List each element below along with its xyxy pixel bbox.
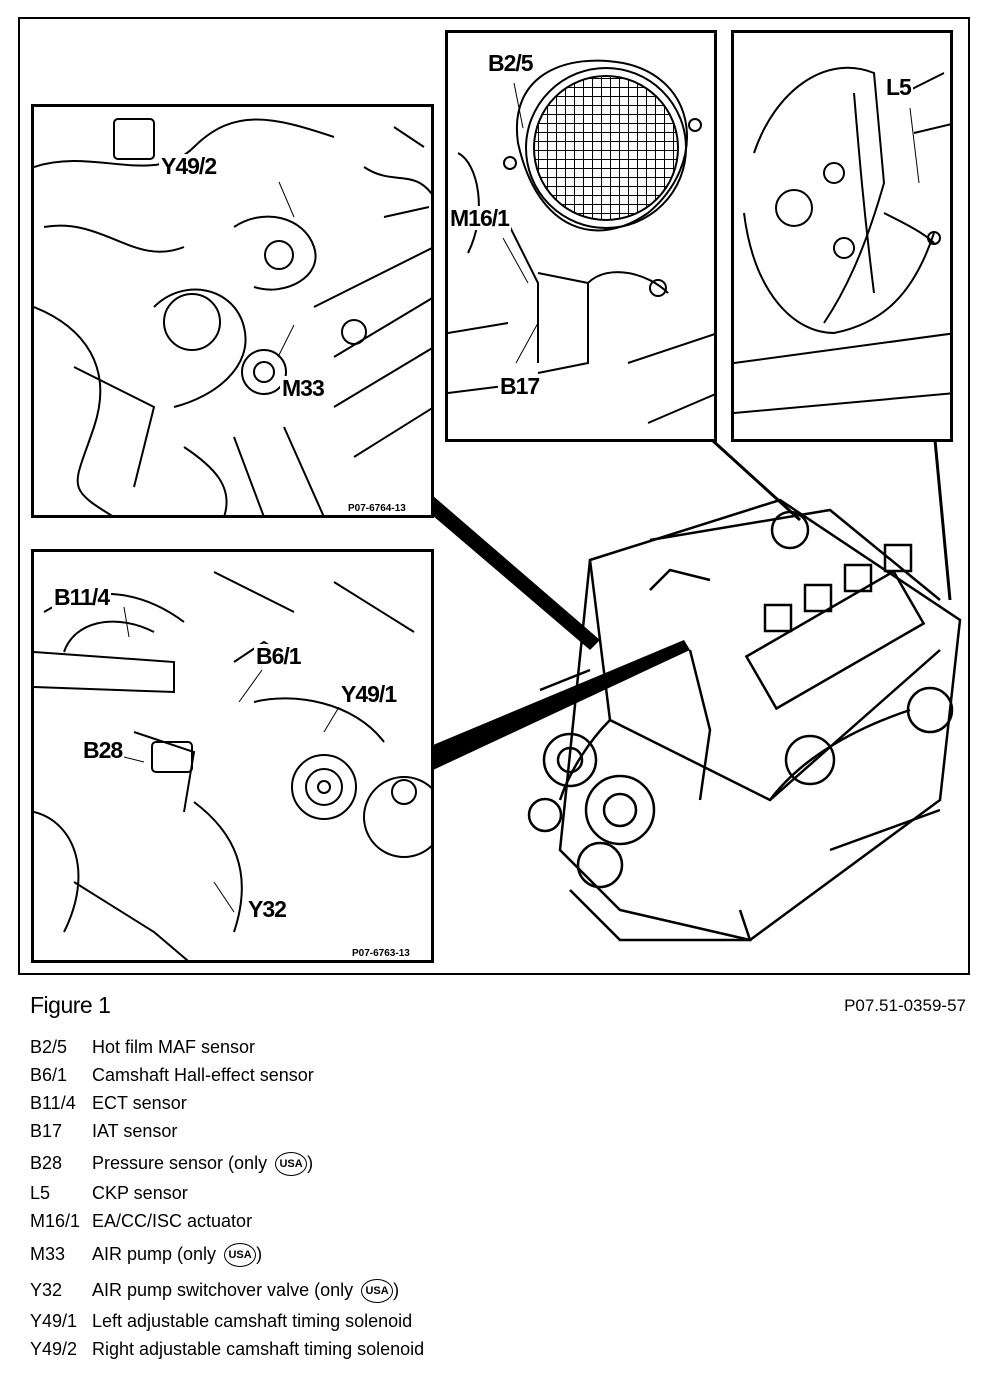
legend-code: L5	[30, 1183, 51, 1203]
callout-b11-4: B11/4	[52, 584, 112, 610]
legend-code: Y49/2	[30, 1339, 78, 1359]
engine-detail-drawing-left-bank	[34, 571, 431, 960]
panel-top-right: L5	[731, 30, 953, 442]
legend-code: B2/5	[30, 1037, 68, 1057]
ckp-sensor-drawing	[734, 66, 950, 414]
figure-frame	[18, 17, 970, 975]
legend-desc: Pressure sensor (only USA)	[92, 1146, 313, 1180]
legend-code: Y49/1	[30, 1311, 78, 1331]
legend-desc: Left adjustable camshaft timing solenoid	[92, 1311, 413, 1331]
usa-badge-icon: USA	[224, 1243, 257, 1268]
panel-ref-code: P07-6764-13	[346, 503, 408, 514]
panel-ref-code: P07-6763-13	[350, 948, 412, 959]
callout-y49-2: Y49/2	[159, 153, 219, 179]
legend-desc-text: AIR pump (only	[92, 1244, 222, 1264]
legend-desc: EA/CC/ISC actuator	[92, 1211, 253, 1231]
legend-code: M16/1	[30, 1211, 81, 1231]
legend-desc: Right adjustable camshaft timing solenoi…	[92, 1339, 425, 1359]
legend-desc-text: AIR pump switchover valve (only	[92, 1280, 359, 1300]
callout-m16-1: M16/1	[448, 205, 511, 231]
legend-desc: IAT sensor	[92, 1121, 178, 1141]
usa-badge-icon: USA	[275, 1152, 308, 1177]
legend-desc: CKP sensor	[92, 1183, 188, 1203]
panel-top-middle: B2/5 M16/1 B17	[445, 30, 717, 442]
panel-bottom-left: B11/4 B6/1 Y49/1 B28 Y32 P07-6763-13	[31, 549, 434, 963]
legend-desc: AIR pump (only USA)	[92, 1236, 262, 1272]
legend-desc: Camshaft Hall-effect sensor	[92, 1065, 314, 1085]
legend-code: B6/1	[30, 1065, 68, 1085]
legend-code: B28	[30, 1153, 63, 1173]
legend-desc: ECT sensor	[92, 1093, 187, 1113]
legend-code: Y32	[30, 1280, 63, 1300]
legend-code: B17	[30, 1121, 63, 1141]
legend-code: B11/4	[30, 1093, 76, 1113]
maf-sensor-drawing	[448, 59, 714, 424]
figure-title: Figure 1	[30, 992, 111, 1018]
callout-m33: M33	[280, 375, 326, 401]
callout-b28: B28	[81, 737, 125, 763]
callout-y32: Y32	[246, 896, 288, 922]
callout-b17: B17	[498, 373, 542, 399]
legend-desc-text: Pressure sensor (only	[92, 1153, 273, 1173]
legend-desc: AIR pump switchover valve (only USA)	[92, 1272, 399, 1308]
leader-lines	[432, 438, 952, 770]
engine-overview-drawing	[527, 498, 962, 942]
engine-detail-drawing-right-bank	[34, 118, 431, 515]
callout-l5: L5	[884, 74, 913, 100]
callout-y49-1: Y49/1	[339, 681, 399, 707]
usa-badge-icon: USA	[361, 1279, 394, 1304]
panel-top-left: Y49/2 M33 P07-6764-13	[31, 104, 434, 518]
figure-code: P07.51-0359-57	[844, 996, 966, 1015]
legend-desc: Hot film MAF sensor	[92, 1037, 256, 1057]
callout-b2-5: B2/5	[486, 50, 535, 76]
callout-b6-1: B6/1	[254, 643, 303, 669]
legend-code: M33	[30, 1244, 66, 1264]
